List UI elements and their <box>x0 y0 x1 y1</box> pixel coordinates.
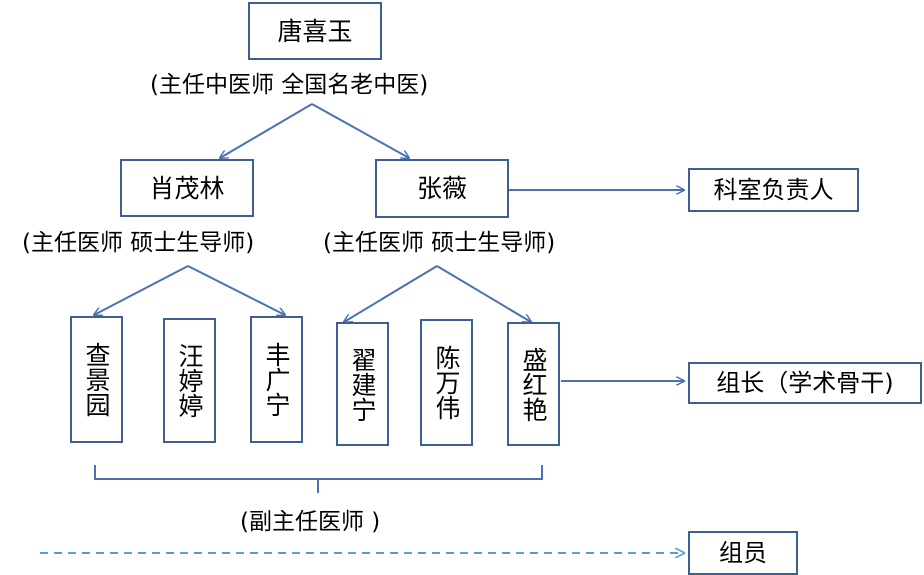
member-box-2: 汪婷婷 <box>163 318 216 443</box>
member-box-1: 查景园 <box>70 316 123 443</box>
member-box-5: 陈万伟 <box>420 319 473 446</box>
top-person-title: (主任中医师 全国名老中医) <box>150 72 429 98</box>
level2-box-xiao: 肖茂林 <box>120 159 254 217</box>
member-group-bracket <box>94 465 543 493</box>
legend-member-box: 组员 <box>688 531 798 575</box>
member-box-6: 盛红艳 <box>507 322 560 446</box>
member-box-4: 翟建宁 <box>336 322 389 446</box>
arrow-left-to-member-1 <box>94 265 189 315</box>
members-title: (副主任医师 ) <box>240 509 381 535</box>
arrow-right-to-member-4 <box>344 265 438 322</box>
member-box-3: 丰广宁 <box>250 316 303 443</box>
legend-head-box: 科室负责人 <box>688 168 859 212</box>
arrow-top-to-right <box>311 103 409 158</box>
arrow-right-to-member-6 <box>436 265 531 322</box>
arrow-top-to-left <box>220 103 313 158</box>
level2-box-zhang: 张薇 <box>375 159 509 218</box>
arrow-left-to-member-3 <box>187 265 285 315</box>
level2-title-zhang: (主任医师 硕士生导师) <box>323 230 556 256</box>
top-person-box: 唐喜玉 <box>248 2 382 60</box>
legend-leader-box: 组长（学术骨干) <box>688 362 922 404</box>
level2-title-xiao: (主任医师 硕士生导师) <box>22 230 255 256</box>
